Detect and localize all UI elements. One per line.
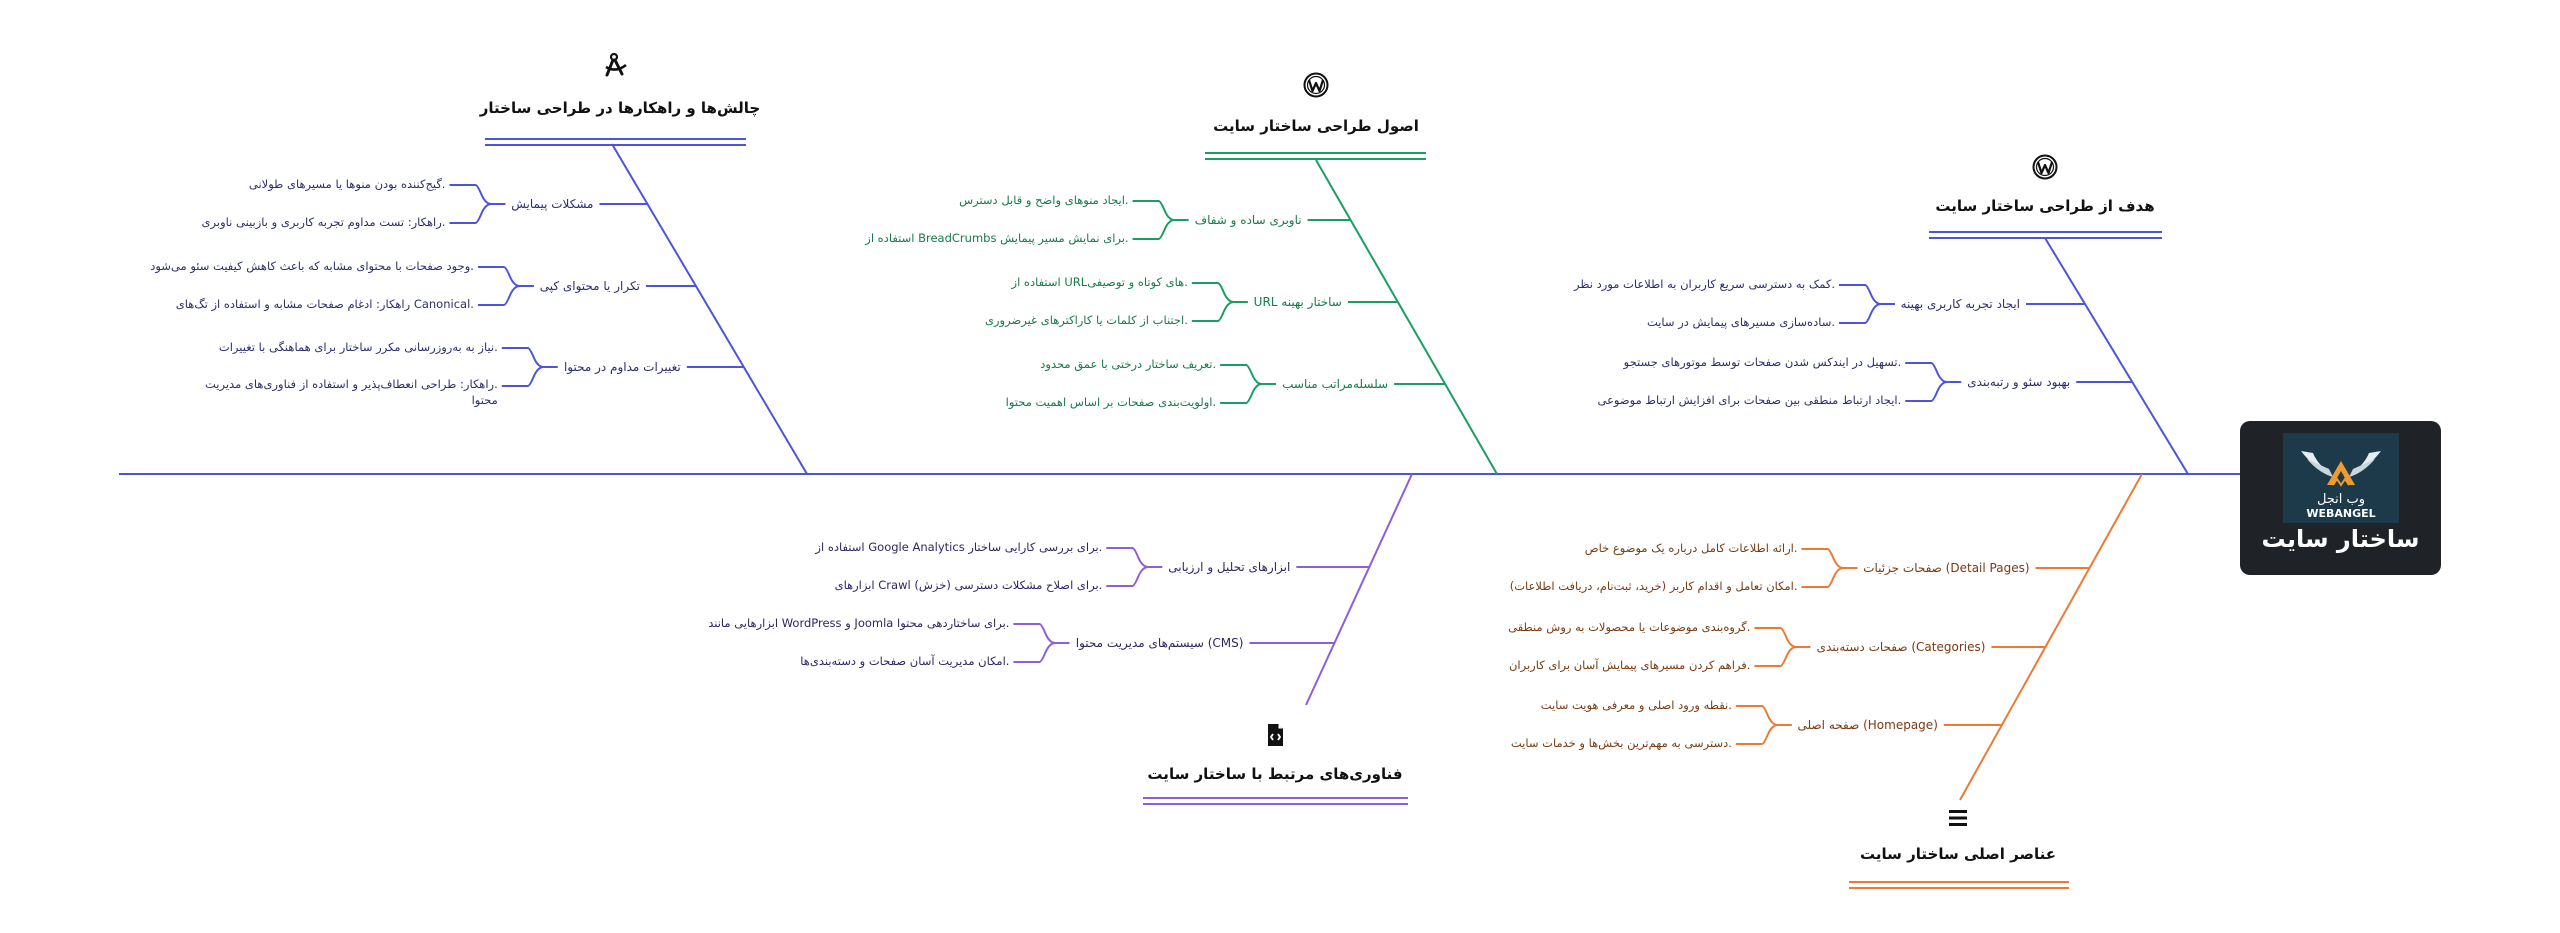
leaf-item: .امکان تعامل و اقدام کاربر (خرید، ثبت‌نا… (1509, 579, 1798, 594)
logo-text-fa: وب انجل (2317, 492, 2365, 507)
leaf-bracket-line (477, 266, 520, 287)
leaf-item: .تسهیل در ایندکس شدن صفحات توسط موتورهای… (1623, 355, 1902, 370)
leaf-item: .برای نمایش مسیر پیمایش BreadCrumbs استف… (865, 231, 1129, 246)
leaf-bracket-line (1132, 219, 1175, 240)
leaf-item: .نقطه ورود اصلی و معرفی هویت سایت (1540, 698, 1732, 713)
category-label: بهبود سئو و رتبه‌بندی (1967, 374, 2071, 389)
leaf-bracket-line (1905, 381, 1948, 402)
category-label: (Homepage) صفحه اصلی (1797, 717, 1938, 732)
leaf-bracket-line (1132, 200, 1175, 221)
leaf-bracket-line (1106, 566, 1149, 587)
leaf-item: .دسترسی به مهم‌ترین بخش‌ها و خدمات سایت (1510, 736, 1732, 751)
branch-title: هدف از طراحی ساختار سایت (1935, 197, 2155, 215)
leaf-item: .گیج‌کننده بودن منوها یا مسیرهای طولانی (248, 177, 446, 192)
leaf-item: .امکان مدیریت آسان صفحات و دسته‌بندی‌ها (800, 654, 1010, 669)
category-label: (CMS) سیستم‌های مدیریت محتوا (1075, 635, 1244, 650)
file-code-icon (1262, 722, 1288, 748)
leaf-item: .ایجاد ارتباط منطقی بین صفحات برای افزای… (1597, 393, 1902, 408)
branch-title: فناوری‌های مرتبط با ساختار سایت (1147, 765, 1403, 783)
category-label: ساختار بهینه URL (1253, 294, 1342, 309)
branch-bone-line (1959, 473, 2143, 801)
central-topic-title: ساختار سایت (2261, 525, 2420, 553)
leaf-bracket-line (1191, 301, 1234, 322)
central-topic-node: وب انجل WEBANGEL ساختار سایت (2240, 421, 2441, 575)
leaf-item: .برای اصلاح مشکلات دسترسی (خزش) Crawl اب… (834, 578, 1103, 593)
leaf-bracket-line (1754, 627, 1797, 648)
category-label: ابزارهای تحلیل و ارزیابی (1168, 559, 1291, 574)
category-label: (Detail Pages) صفحات جزئیات (1863, 560, 2030, 575)
leaf-bracket-line (449, 184, 492, 205)
leaf-item: .های کوتاه و توصیفیURL استفاده از (1011, 275, 1188, 290)
leaf-bracket-line (1905, 362, 1948, 383)
leaf-bracket-line (501, 347, 544, 368)
category-label: ناوبری ساده و شفاف (1194, 212, 1302, 227)
leaf-item: .ایجاد منوهای واضح و قابل دسترس (959, 193, 1129, 208)
leaf-bracket-line (1838, 303, 1882, 324)
branch-bone-line (1305, 473, 1413, 706)
category-label: ایجاد تجربه کاربری بهینه (1900, 296, 2020, 311)
leaf-bracket-line (1220, 364, 1263, 385)
leaf-item: .اولویت‌بندی صفحات بر اساس اهمیت محتوا (1005, 395, 1217, 410)
leaf-bracket-line (1013, 642, 1056, 663)
leaf-bracket-line (1735, 724, 1778, 745)
branch-bone-line (1315, 159, 1498, 475)
category-label: مشکلات پیمایش (511, 196, 594, 211)
branch-bone-line (611, 143, 808, 475)
branch-title: چالش‌ها و راهکارها در طراحی ساختار (479, 99, 761, 117)
leaf-bracket-line (501, 366, 544, 387)
leaf-item: .ارائه اطلاعات کامل درباره یک موضوع خاص (1584, 541, 1798, 556)
branch-title: اصول طراحی ساختار سایت (1213, 117, 1419, 135)
leaf-item: .وجود صفحات با محتوای مشابه که باعث کاهش… (150, 259, 474, 274)
leaf-item: .برای بررسی کارایی ساختار Google Analyti… (815, 540, 1103, 555)
category-label: تکرار یا محتوای کپی (539, 278, 640, 293)
leaf-item: .برای ساختاردهی محتوا Joomla و WordPress… (708, 616, 1010, 631)
leaf-item: .فراهم کردن مسیرهای پیمایش آسان برای کار… (1508, 658, 1751, 673)
leaf-bracket-line (1735, 705, 1778, 726)
leaf-item: .کمک به دسترسی سریع کاربران به اطلاعات م… (1573, 277, 1835, 292)
menu-icon (1945, 805, 1971, 831)
wordpress-icon (2032, 154, 2058, 180)
leaf-item: .راهکار: طراحی انعطاف‌پذیر و استفاده از … (205, 377, 498, 407)
webangel-logo: وب انجل WEBANGEL (2283, 433, 2399, 523)
wordpress-icon (1303, 72, 1329, 98)
leaf-bracket-line (1838, 284, 1882, 305)
leaf-item: .Canonical راهکار: ادغام صفحات مشابه و ا… (175, 297, 474, 312)
leaf-bracket-line (1191, 282, 1234, 303)
leaf-item: .ساده‌سازی مسیرهای پیمایش در سایت (1646, 315, 1835, 330)
branch-bone-line (2044, 237, 2189, 475)
leaf-bracket-line (1801, 567, 1844, 588)
leaf-bracket-line (1801, 548, 1844, 569)
category-label: سلسله‌مراتب مناسب (1282, 376, 1389, 391)
leaf-bracket-line (449, 203, 492, 224)
category-label: تغییرات مداوم در محتوا (563, 359, 681, 374)
compass-icon (603, 52, 629, 78)
leaf-bracket-line (477, 285, 520, 306)
leaf-bracket-line (1013, 623, 1056, 644)
leaf-item: .گروه‌بندی موضوعات یا محصولات به روش منط… (1508, 620, 1751, 635)
leaf-bracket-line (1754, 646, 1797, 667)
leaf-bracket-line (1106, 547, 1149, 568)
branch-title: عناصر اصلی ساختار سایت (1860, 845, 2056, 863)
logo-text-en: WEBANGEL (2306, 507, 2375, 520)
leaf-item: .راهکار: تست مداوم تجربه کاربری و بازبین… (201, 215, 446, 230)
leaf-item: .اجتناب از کلمات یا کاراکترهای غیرضروری (985, 313, 1188, 328)
category-label: (Categories) صفحات دسته‌بندی (1816, 639, 1986, 654)
leaf-bracket-line (1220, 383, 1263, 404)
leaf-item: .تعریف ساختار درختی با عمق محدود (1040, 357, 1217, 372)
leaf-item: .نیاز به به‌روزرسانی مکرر ساختار برای هم… (218, 340, 498, 355)
